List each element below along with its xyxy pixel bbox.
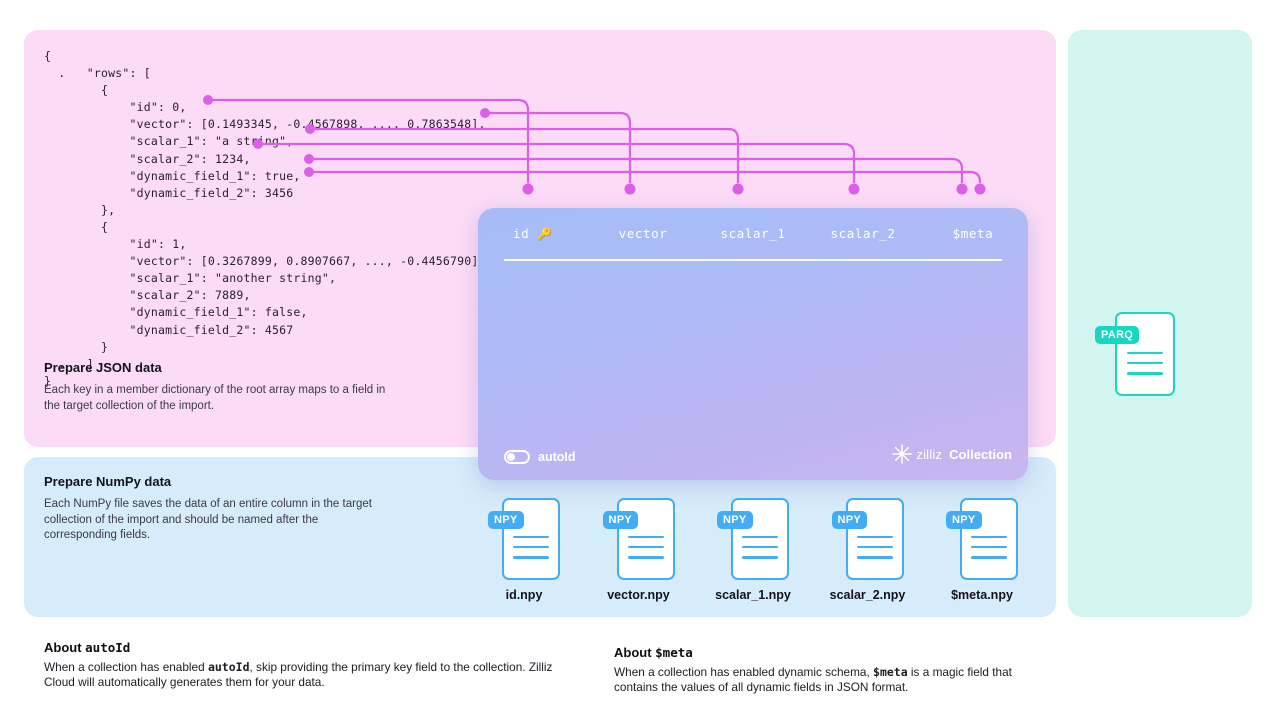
column-header-scalar-2[interactable]: scalar_2 (830, 226, 896, 241)
npy-badge: NPY (717, 511, 753, 529)
npy-file-label: id.npy (505, 588, 543, 602)
npy-file-item[interactable]: NPY $meta.npy (936, 498, 1028, 602)
column-header-vector[interactable]: vector (618, 226, 668, 241)
file-lines (513, 536, 549, 567)
prepare-json-title: Prepare JSON data (44, 360, 162, 375)
npy-file-icon: NPY (831, 498, 904, 580)
about-meta-body: When a collection has enabled dynamic sc… (614, 665, 1012, 694)
prepare-json-section: Prepare JSON data Each key in a member d… (44, 360, 389, 414)
npy-file-label: vector.npy (607, 588, 670, 602)
file-lines (627, 536, 664, 567)
npy-file-item[interactable]: NPY vector.npy (593, 498, 685, 602)
npy-file-list: NPY id.npy NPY vector.npy NPY scalar_1.n… (478, 498, 1028, 602)
header-underline (504, 259, 1002, 261)
npy-file-icon: NPY (717, 498, 789, 580)
autoid-toggle-switch[interactable] (504, 450, 530, 464)
prepare-numpy-section: Prepare NumPy data Each NumPy file saves… (44, 474, 389, 544)
file-lines (1127, 352, 1163, 383)
about-autoid-body: When a collection has enabled autoId, sk… (44, 660, 553, 689)
npy-file-label: $meta.npy (951, 588, 1013, 602)
parquet-file-item[interactable]: PARQ (1092, 312, 1184, 396)
npy-file-icon: NPY (602, 498, 675, 580)
brand-name: zilliz (916, 446, 943, 462)
brand-suffix: Collection (949, 446, 1012, 462)
npy-badge: NPY (946, 511, 982, 529)
about-autoid-note: About autoId When a collection has enabl… (44, 640, 574, 690)
json-source-code: { . "rows": [ { "id": 0, "vector": [0.14… (44, 49, 486, 388)
column-header-scalar-1[interactable]: scalar_1 (720, 226, 786, 241)
npy-badge: NPY (488, 511, 524, 529)
prepare-numpy-title: Prepare NumPy data (44, 474, 172, 489)
parquet-file-icon: PARQ (1095, 312, 1181, 396)
about-autoid-title: About autoId (44, 640, 131, 655)
zilliz-collection-card: id 🔑 vector scalar_1 scalar_2 $meta auto… (478, 208, 1028, 480)
column-header-meta[interactable]: $meta (952, 226, 994, 241)
column-header-id[interactable]: id 🔑 (513, 226, 553, 241)
npy-file-label: scalar_2.npy (829, 588, 906, 602)
npy-file-item[interactable]: NPY scalar_1.npy (707, 498, 799, 602)
primary-key-icon: 🔑 (537, 227, 553, 241)
npy-file-icon: NPY (946, 498, 1018, 580)
npy-badge: NPY (602, 511, 639, 529)
file-lines (856, 536, 893, 567)
autoid-toggle-group[interactable]: autoId (504, 450, 576, 464)
autoid-toggle-label: autoId (538, 450, 576, 464)
about-meta-title: About $meta (614, 645, 693, 660)
npy-badge: NPY (831, 511, 868, 529)
npy-file-item[interactable]: NPY id.npy (478, 498, 570, 602)
prepare-json-body: Each key in a member dictionary of the r… (44, 384, 386, 412)
about-meta-note: About $meta When a collection has enable… (614, 645, 1054, 695)
parquet-badge: PARQ (1095, 326, 1140, 344)
npy-file-icon: NPY (488, 498, 560, 580)
npy-file-label: scalar_1.npy (715, 588, 791, 602)
file-lines (971, 536, 1007, 567)
file-lines (742, 536, 778, 567)
starburst-icon (892, 444, 913, 464)
prepare-numpy-body: Each NumPy file saves the data of an ent… (44, 498, 372, 541)
npy-file-item[interactable]: NPY scalar_2.npy (822, 498, 914, 602)
zilliz-branding: zilliz Collection (891, 443, 1012, 465)
collection-column-headers: id 🔑 vector scalar_1 scalar_2 $meta (478, 226, 1028, 241)
